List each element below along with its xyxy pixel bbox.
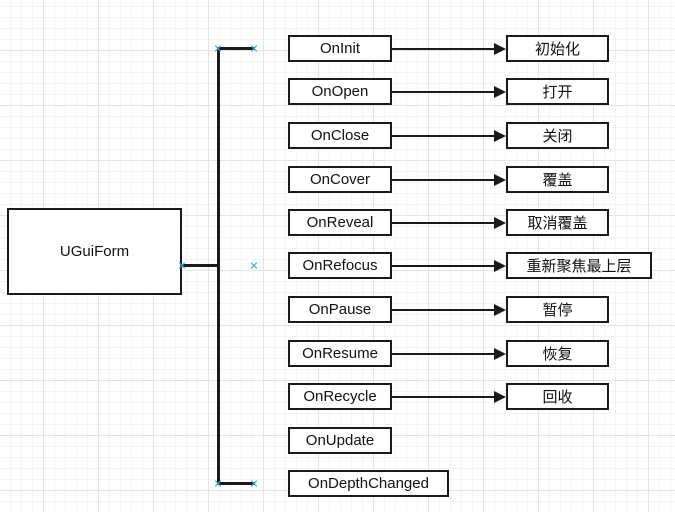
diagram-row-ondepthchanged: OnDepthChanged xyxy=(0,470,675,497)
method-box-oninit[interactable]: OnInit xyxy=(288,35,392,62)
node-uguiform[interactable]: UGuiForm xyxy=(7,208,182,295)
translation-label: 取消覆盖 xyxy=(527,215,588,232)
connector-arrow-line[interactable] xyxy=(392,47,495,50)
connector-arrow-line[interactable] xyxy=(392,178,495,181)
tree-spine-bottom-stub[interactable] xyxy=(217,482,255,485)
connector-arrow-line[interactable] xyxy=(392,90,495,93)
tree-spine-vertical[interactable] xyxy=(217,47,220,485)
arrow-head-icon xyxy=(494,216,506,229)
root-connector[interactable] xyxy=(182,264,217,267)
arrow-head-icon xyxy=(494,85,506,98)
method-label: OnRefocus xyxy=(302,257,378,274)
endpoint-marker-icon[interactable]: ✕ xyxy=(249,259,259,272)
method-label: OnReveal xyxy=(306,214,374,231)
method-box-ondepthchanged[interactable]: OnDepthChanged xyxy=(288,470,449,497)
translation-box-oncover[interactable]: 覆盖 xyxy=(506,166,609,193)
translation-box-onrecycle[interactable]: 回收 xyxy=(506,383,609,410)
node-uguiform-label: UGuiForm xyxy=(59,243,130,260)
arrow-head-icon xyxy=(494,42,506,55)
method-box-onpause[interactable]: OnPause xyxy=(288,296,392,323)
translation-box-onrefocus[interactable]: 重新聚焦最上层 xyxy=(506,252,652,279)
translation-label: 回收 xyxy=(542,389,573,406)
method-box-onreveal[interactable]: OnReveal xyxy=(288,209,392,236)
connector-arrow-line[interactable] xyxy=(392,264,495,267)
diagram-row-onclose: OnClose 关闭 xyxy=(0,122,675,149)
method-label: OnOpen xyxy=(311,83,369,100)
method-box-onresume[interactable]: OnResume xyxy=(288,340,392,367)
endpoint-marker-icon[interactable]: ✕ xyxy=(249,477,259,490)
method-label: OnDepthChanged xyxy=(308,475,429,492)
endpoint-marker-icon[interactable]: ✕ xyxy=(249,42,259,55)
endpoint-marker-icon[interactable]: ✕ xyxy=(177,259,187,272)
method-label: OnResume xyxy=(302,345,378,362)
translation-label: 初始化 xyxy=(534,41,580,58)
diagram-row-onrecycle: OnRecycle 回收 xyxy=(0,383,675,410)
arrow-head-icon xyxy=(494,129,506,142)
connector-arrow-line[interactable] xyxy=(392,134,495,137)
translation-box-onclose[interactable]: 关闭 xyxy=(506,122,609,149)
translation-label: 覆盖 xyxy=(542,172,573,189)
diagram-row-oninit: OnInit 初始化 xyxy=(0,35,675,62)
connector-arrow-line[interactable] xyxy=(392,352,495,355)
translation-label: 打开 xyxy=(542,84,573,101)
arrow-head-icon xyxy=(494,390,506,403)
method-box-onrecycle[interactable]: OnRecycle xyxy=(288,383,392,410)
method-label: OnUpdate xyxy=(305,432,375,449)
method-box-oncover[interactable]: OnCover xyxy=(288,166,392,193)
endpoint-marker-icon[interactable]: ✕ xyxy=(213,477,223,490)
method-label: OnCover xyxy=(309,171,371,188)
diagram-row-onupdate: OnUpdate xyxy=(0,427,675,454)
connector-arrow-line[interactable] xyxy=(392,308,495,311)
method-box-onrefocus[interactable]: OnRefocus xyxy=(288,252,392,279)
diagram-row-onrefocus: OnRefocus 重新聚焦最上层 xyxy=(0,252,675,279)
arrow-head-icon xyxy=(494,347,506,360)
method-box-onclose[interactable]: OnClose xyxy=(288,122,392,149)
diagram-row-onreveal: OnReveal 取消覆盖 xyxy=(0,209,675,236)
method-label: OnInit xyxy=(319,40,361,57)
connector-arrow-line[interactable] xyxy=(392,221,495,224)
translation-label: 重新聚焦最上层 xyxy=(526,258,632,275)
method-label: OnPause xyxy=(308,301,372,318)
method-box-onopen[interactable]: OnOpen xyxy=(288,78,392,105)
diagram-row-oncover: OnCover 覆盖 xyxy=(0,166,675,193)
connector-arrow-line[interactable] xyxy=(392,395,495,398)
arrow-head-icon xyxy=(494,259,506,272)
method-label: OnClose xyxy=(310,127,370,144)
translation-box-oninit[interactable]: 初始化 xyxy=(506,35,609,62)
endpoint-marker-icon[interactable]: ✕ xyxy=(213,42,223,55)
translation-box-onpause[interactable]: 暂停 xyxy=(506,296,609,323)
diagram-row-onpause: OnPause 暂停 xyxy=(0,296,675,323)
diagram-row-onopen: OnOpen 打开 xyxy=(0,78,675,105)
translation-box-onopen[interactable]: 打开 xyxy=(506,78,609,105)
translation-label: 暂停 xyxy=(542,302,573,319)
arrow-head-icon xyxy=(494,303,506,316)
diagram-row-onresume: OnResume 恢复 xyxy=(0,340,675,367)
arrow-head-icon xyxy=(494,173,506,186)
method-label: OnRecycle xyxy=(303,388,377,405)
translation-label: 关闭 xyxy=(542,128,573,145)
tree-spine-top-stub[interactable] xyxy=(217,47,255,50)
translation-box-onreveal[interactable]: 取消覆盖 xyxy=(506,209,609,236)
method-box-onupdate[interactable]: OnUpdate xyxy=(288,427,392,454)
translation-box-onresume[interactable]: 恢复 xyxy=(506,340,609,367)
translation-label: 恢复 xyxy=(542,346,573,363)
